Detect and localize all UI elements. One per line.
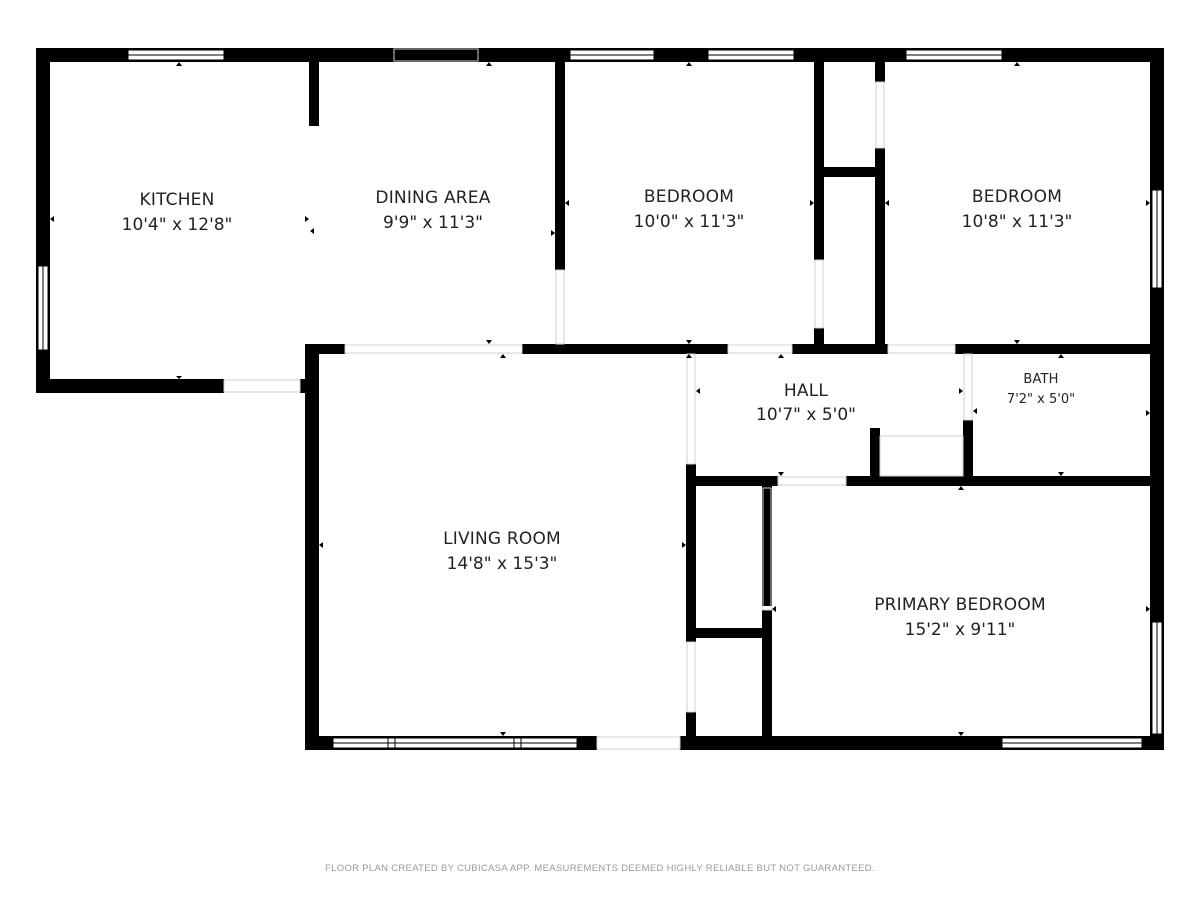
wall-kitchen-bottom	[36, 379, 224, 393]
bedroom2-dims: 10'8" x 11'3"	[962, 212, 1073, 232]
opening-linen	[879, 435, 964, 477]
bedroom1-dims: 10'0" x 11'3"	[634, 212, 745, 232]
dimension-markers	[50, 62, 1150, 736]
hall-name: HALL	[784, 381, 828, 401]
wall-primary-closet	[762, 476, 772, 606]
openings	[223, 48, 973, 750]
opening-primary-closet	[762, 487, 772, 611]
wall-living-top-b	[522, 344, 728, 354]
wall-closet-bedroom2-b	[875, 148, 885, 354]
living-name: LIVING ROOM	[443, 529, 561, 549]
wall-living-top-a	[305, 344, 345, 354]
opening-hall-top	[727, 344, 793, 354]
opening-closet-door	[814, 259, 824, 329]
wall-dining-bedroom	[555, 62, 565, 270]
wall-hall-top-a	[792, 344, 888, 354]
dining-name: DINING AREA	[375, 188, 490, 208]
opening-living-bottom	[596, 736, 681, 750]
wall-closet-bedroom2-a	[875, 62, 885, 82]
wall-bath-left-top	[963, 344, 973, 354]
wall-linen-right	[963, 420, 973, 480]
opening-kitchen-bottom	[223, 379, 301, 393]
primary-dims: 15'2" x 9'11"	[905, 620, 1016, 640]
living-dims: 14'8" x 15'3"	[447, 554, 558, 574]
opening-primary-door	[777, 476, 847, 486]
kitchen-dims: 10'4" x 12'8"	[122, 215, 233, 235]
opening-closet-bedroom2	[875, 81, 885, 149]
opening-dining-bedroom	[555, 269, 565, 345]
wall-hall-bottom-b	[846, 476, 1164, 486]
disclaimer-footer: FLOOR PLAN CREATED BY CUBICASA APP. MEAS…	[325, 863, 875, 874]
opening-dining-top	[393, 48, 479, 62]
wall-closet-bottom	[686, 628, 768, 638]
wall-living-left	[305, 344, 319, 750]
room-labels: KITCHEN 10'4" x 12'8" DINING AREA 9'9" x…	[122, 187, 1075, 640]
windows	[37, 49, 1163, 749]
dining-dims: 9'9" x 11'3"	[383, 213, 483, 233]
wall-bedroom1-closet-b	[814, 328, 824, 354]
kitchen-name: KITCHEN	[139, 190, 214, 210]
bath-name: BATH	[1023, 372, 1058, 387]
walls	[36, 48, 1164, 750]
bedroom1-name: BEDROOM	[644, 187, 734, 207]
wall-living-hall-b	[686, 712, 696, 750]
wall-hall-top-b	[955, 344, 1164, 354]
wall-primary-closet-b	[762, 610, 772, 740]
wall-linen-left	[870, 428, 880, 480]
opening-bath-door	[963, 353, 973, 421]
hall-dims: 10'7" x 5'0"	[756, 405, 856, 425]
opening-bath-top	[887, 344, 956, 354]
wall-kitchen-partition	[309, 62, 319, 126]
wall-living-hall-a	[686, 464, 696, 642]
bath-dims: 7'2" x 5'0"	[1007, 392, 1075, 407]
wall-hall-bottom-a	[686, 476, 778, 486]
wall-bedroom1-closet-a	[814, 62, 824, 260]
wall-closet-shelf	[814, 167, 884, 177]
opening-dining-living	[344, 344, 523, 354]
bedroom2-name: BEDROOM	[972, 187, 1062, 207]
opening-living-closet	[686, 641, 696, 713]
opening-living-hall	[686, 353, 696, 465]
primary-name: PRIMARY BEDROOM	[874, 595, 1046, 615]
